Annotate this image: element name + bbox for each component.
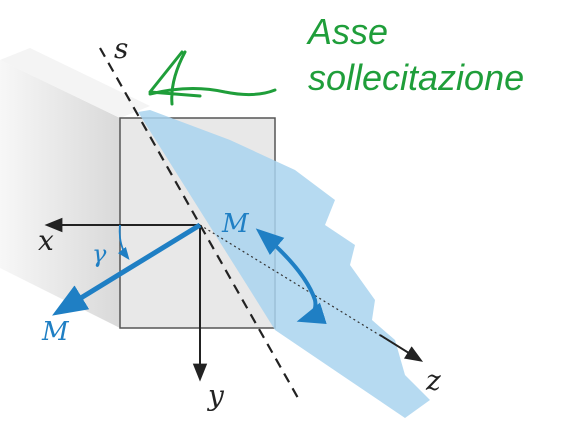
moment-label-bottom: M [41,317,70,347]
annotation-line-2: sollecitazione [308,57,525,98]
z-axis-line [379,334,424,362]
beam-side-face [0,60,120,328]
axis-z-label: z [425,364,441,397]
annotation-line-1: Asse [308,11,389,52]
moment-vector [52,222,202,316]
moment-rotation-arrow [255,228,327,324]
axis-x-label: x [38,224,54,257]
axis-y-label: y [206,379,225,412]
beam-top-face [0,48,150,118]
gamma-label: γ [92,240,107,268]
handwritten-mark [148,50,277,106]
annotation-title: Asse sollecitazione [308,14,524,96]
gamma-angle-arc [117,224,130,260]
axis-s-label: s [114,32,128,65]
z-axis-dotted [199,224,413,356]
moment-label-top: M [221,209,250,239]
